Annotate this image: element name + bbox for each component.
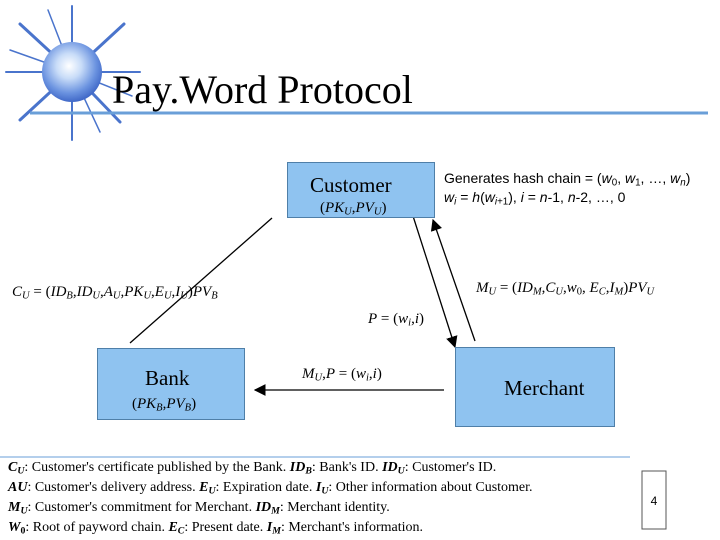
bank-keys: (PKB,PVB) [132,396,197,414]
customer-keys: (PKU,PVU) [320,200,387,218]
legend-line-3: MU: Customer's commitment for Merchant. … [8,500,390,517]
customer-label: Customer [310,173,392,197]
payment-formula: P = (wi,i) [368,311,424,329]
bank-label: Bank [145,366,190,390]
customer-bank-edge [129,217,273,344]
page-title: Pay.Word Protocol [112,67,413,112]
certificate-formula: CU = (IDB,IDU,AU,PKU,EU,IU)PVB [12,284,218,302]
hash-chain-text: Generates hash chain = (w0, w1, …, wn) [444,170,691,189]
customer-node [287,162,435,218]
page-number: 4 [650,494,658,508]
bank-node [97,348,245,420]
merchant-node [455,347,615,427]
legend-line-4: W0: Root of payword chain. EC: Present d… [8,520,424,537]
hash-chain-formula: wi = h(wi+1), i = n-1, n-2, …, 0 [444,189,626,208]
commitment-arrow [430,218,476,342]
legend-line-1: CU: Customer's certificate published by … [8,460,497,477]
commitment-formula: MU = (IDM,CU,w0, EC,IM)PVU [476,280,655,298]
page-number-box [641,470,667,530]
payment-arrow [412,215,458,349]
redeem-formula: MU,P = (wi,i) [302,366,382,384]
legend-line-2: AU: Customer's delivery address. EU: Exp… [8,480,533,497]
merchant-label: Merchant [504,376,585,400]
legend: CU: Customer's certificate published by … [8,458,638,538]
sphere-icon [42,42,102,102]
